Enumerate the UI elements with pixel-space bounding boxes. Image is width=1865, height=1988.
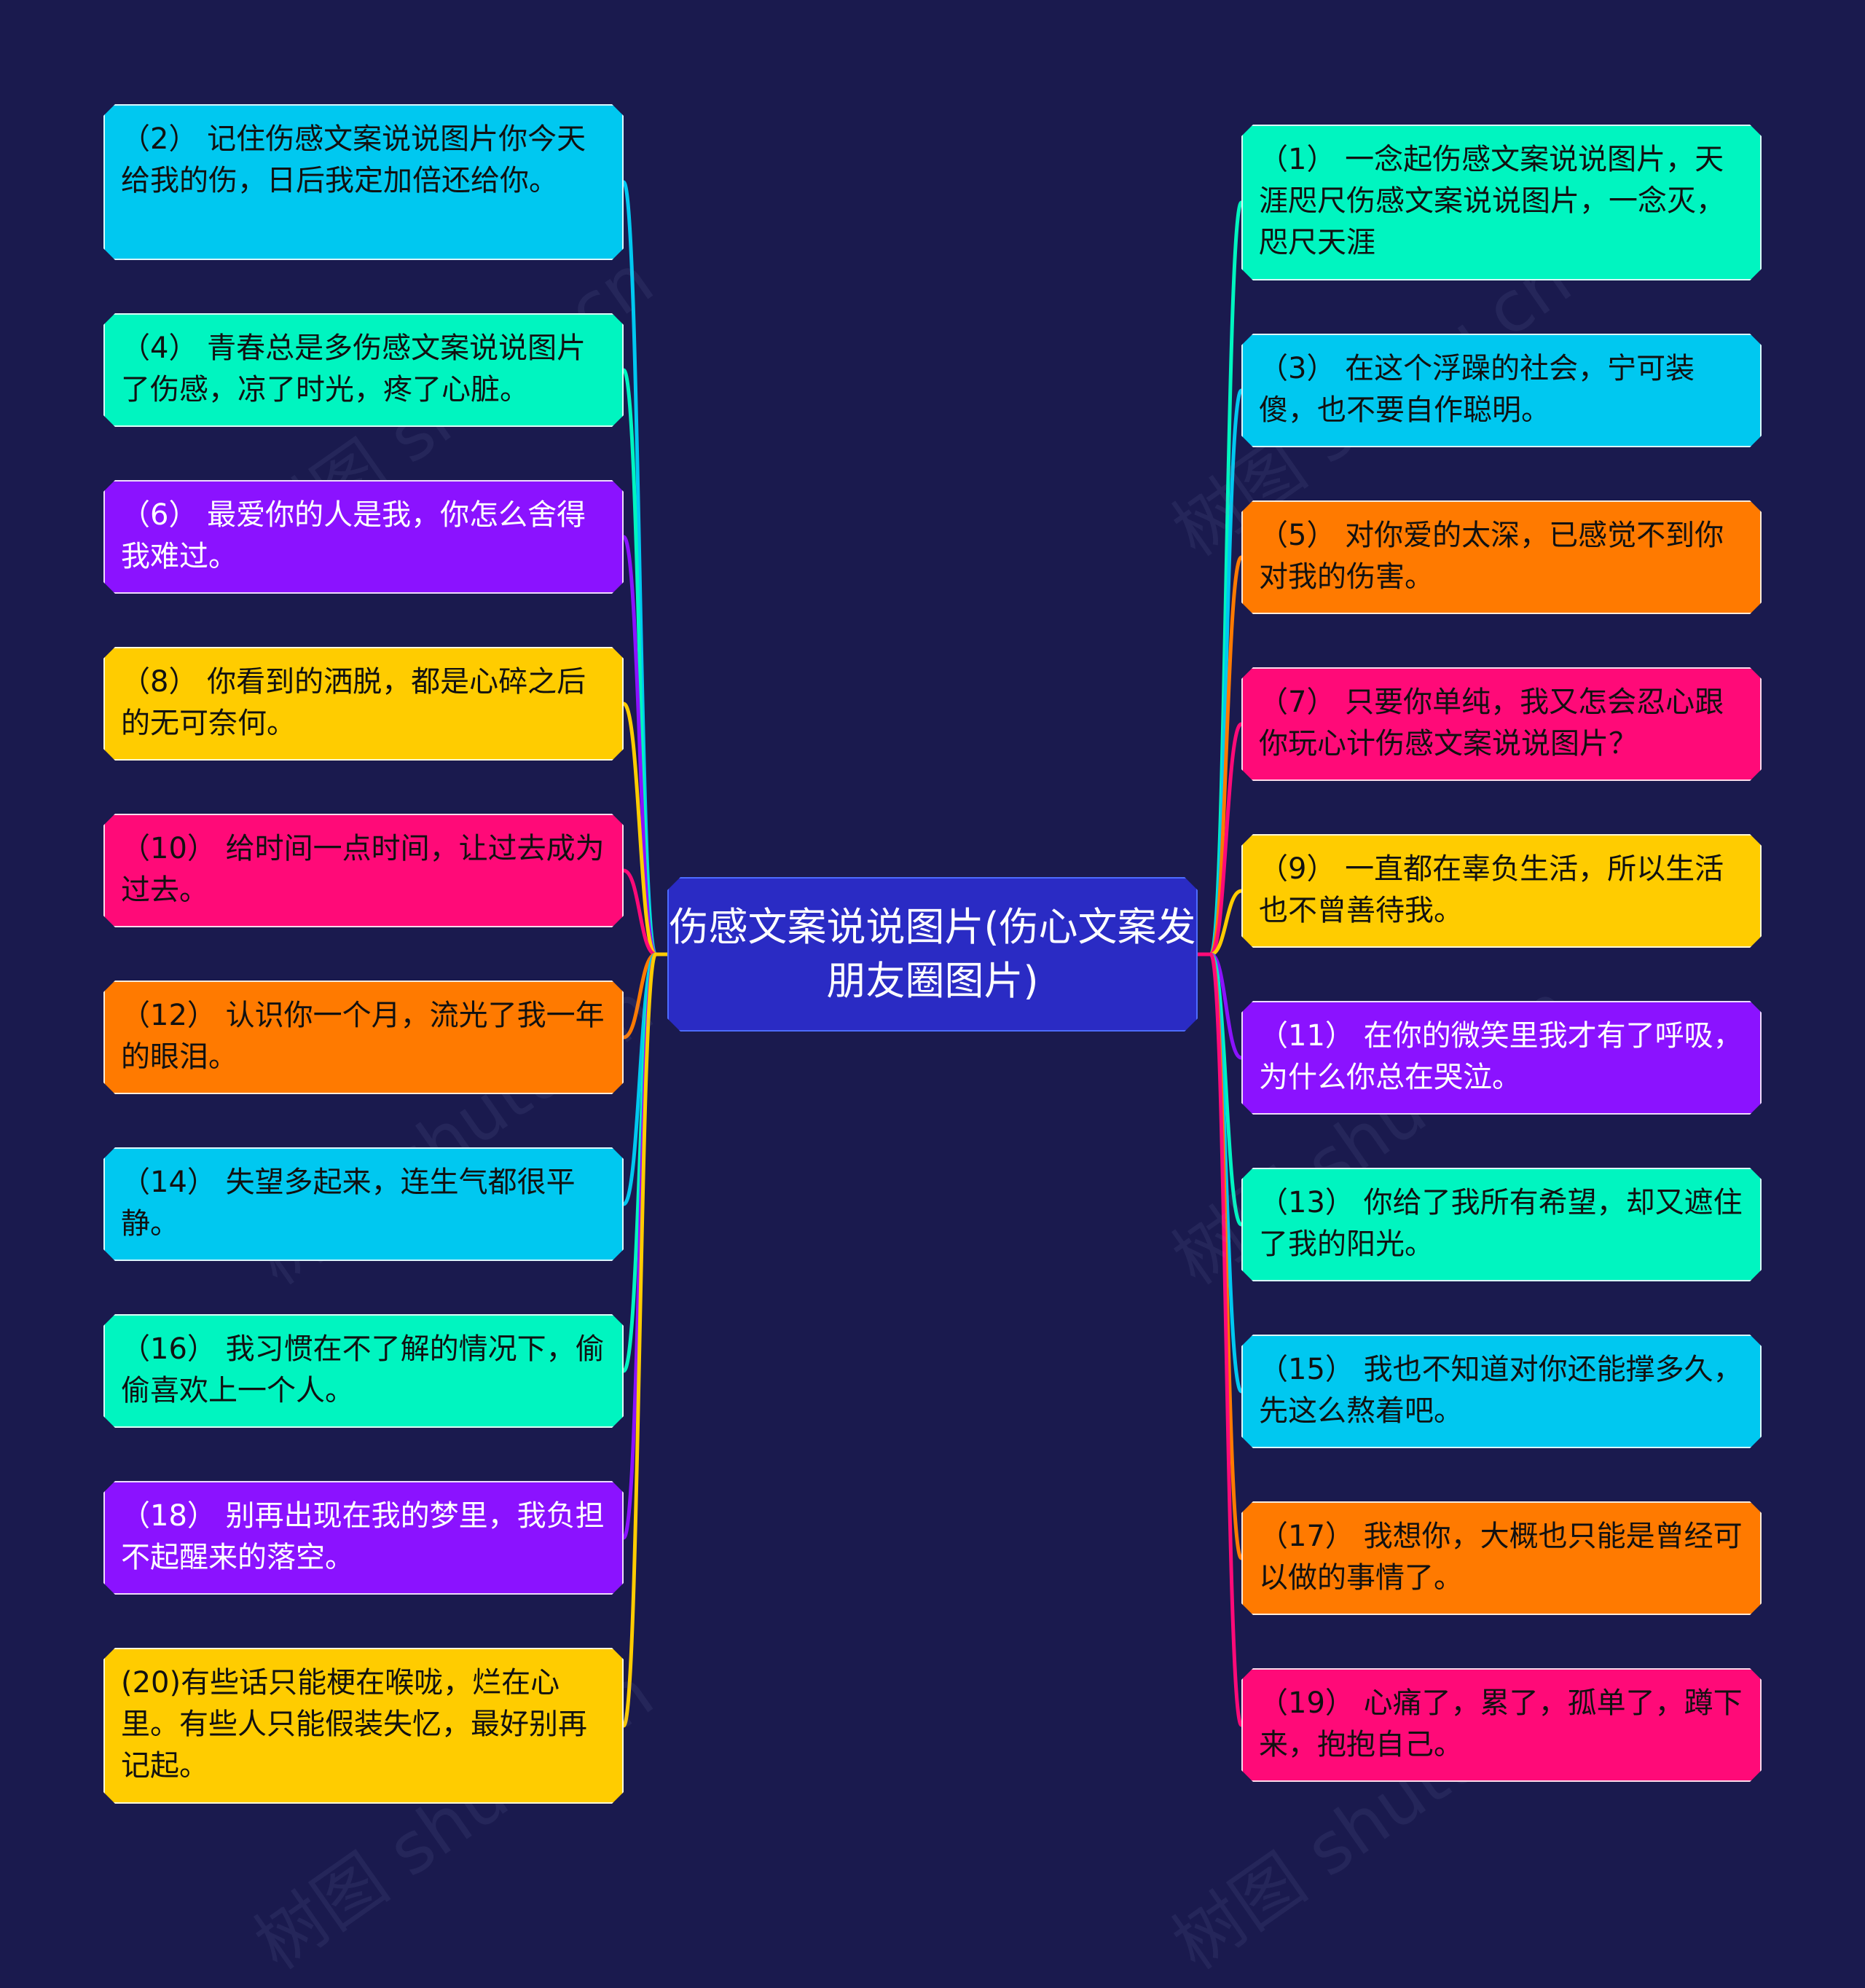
left-topic-node[interactable]: （2） 记住伤感文案说说图片你今天给我的伤，日后我定加倍还给你。 (103, 104, 624, 260)
connector-line (621, 952, 658, 1728)
right-topic-node[interactable]: （19） 心痛了，累了，孤单了，蹲下来，抱抱自己。 (1241, 1668, 1762, 1782)
left-topic-node[interactable]: (20)有些话只能梗在喉咙，烂在心里。有些人只能假装失忆，最好别再记起。 (103, 1648, 624, 1804)
right-topic-node[interactable]: （9） 一直都在辜负生活，所以生活也不曾善待我。 (1241, 834, 1762, 948)
connector-line (1209, 952, 1244, 1727)
right-topic-node[interactable]: （11） 在你的微笑里我才有了呼吸，为什么你总在哭泣。 (1241, 1001, 1762, 1115)
left-topic-node[interactable]: （16） 我习惯在不了解的情况下，偷偷喜欢上一个人。 (103, 1314, 624, 1428)
left-topic-node[interactable]: （8） 你看到的洒脱，都是心碎之后的无可奈何。 (103, 647, 624, 761)
connector-line (621, 368, 658, 956)
right-topic-node[interactable]: （17） 我想你，大概也只能是曾经可以做的事情了。 (1241, 1501, 1762, 1615)
connector-line (621, 952, 658, 1540)
right-topic-node[interactable]: （15） 我也不知道对你还能撑多久，先这么熬着吧。 (1241, 1335, 1762, 1448)
left-topic-node[interactable]: （4） 青春总是多伤感文案说说图片了伤感，凉了时光，疼了心脏。 (103, 313, 624, 427)
connector-line (1209, 722, 1244, 956)
right-topic-node[interactable]: （1） 一念起伤感文案说说图片，天涯咫尺伤感文案说说图片，一念灭，咫尺天涯 (1241, 125, 1762, 280)
connector-line (621, 702, 658, 956)
left-topic-node[interactable]: （10） 给时间一点时间，让过去成为过去。 (103, 814, 624, 927)
left-topic-node[interactable]: （6） 最爱你的人是我，你怎么舍得我难过。 (103, 480, 624, 594)
right-topic-node[interactable]: （7） 只要你单纯，我又怎会忍心跟你玩心计伤感文案说说图片？ (1241, 667, 1762, 781)
central-topic[interactable]: 伤感文案说说图片(伤心文案发朋友圈图片) (667, 877, 1198, 1032)
connector-line (1210, 889, 1242, 956)
right-topic-node[interactable]: （3） 在这个浮躁的社会，宁可装傻，也不要自作聪明。 (1241, 334, 1762, 447)
left-topic-node[interactable]: （18） 别再出现在我的梦里，我负担不起醒来的落空。 (103, 1481, 624, 1595)
connector-lines (621, 180, 1244, 1728)
connector-line (1209, 388, 1244, 956)
right-topic-node[interactable]: （5） 对你爱的太深，已感觉不到你对我的伤害。 (1241, 500, 1762, 614)
right-topic-node[interactable]: （13） 你给了我所有希望，却又遮住了我的阳光。 (1241, 1168, 1762, 1281)
connector-line (623, 868, 656, 956)
left-topic-node[interactable]: （14） 失望多起来，连生气都很平静。 (103, 1147, 624, 1261)
left-topic-node[interactable]: （12） 认识你一个月，流光了我一年的眼泪。 (103, 981, 624, 1094)
